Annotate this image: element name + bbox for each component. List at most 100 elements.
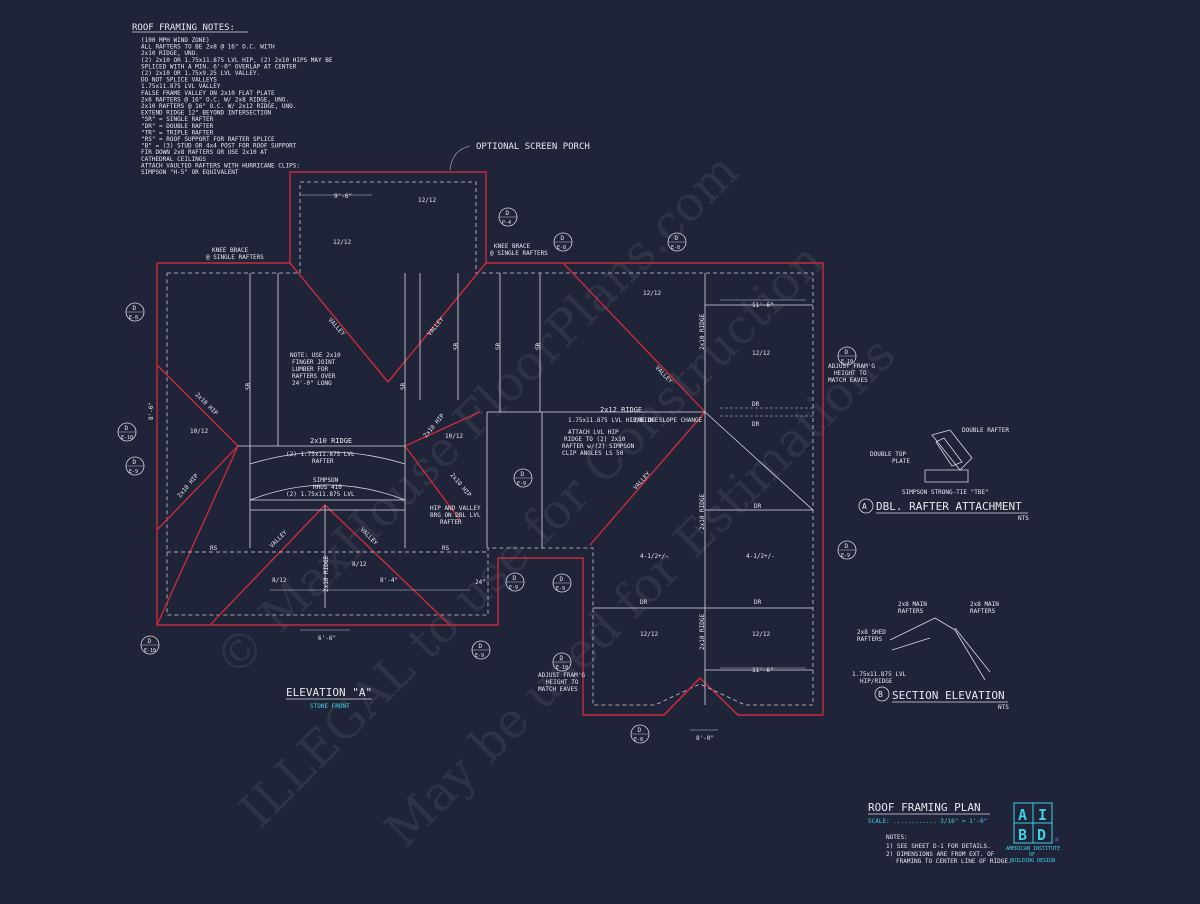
pitch-10: 12/12 (752, 631, 770, 638)
detail-b-letter: B (878, 690, 883, 699)
logo-b: B (1018, 826, 1027, 844)
sheet-title-block: ROOF FRAMING PLAN SCALE: ............ 3/… (868, 801, 1012, 865)
pitch-7: 4-1/2+/- (640, 553, 669, 560)
dim-11-6a: 11'-6" (752, 302, 774, 309)
note-line: SIMPSON "H-5" OR EQUIVALENT (141, 169, 239, 176)
detail-b-lvl: 1.75x11.875 LVL (852, 671, 907, 678)
detail-a-plate: PLATE (892, 458, 910, 465)
watermark: © MaxHouse FloorPlans.com ILLEGAL to use… (204, 143, 906, 859)
note-line: "B" = (3) STUD OR 4x4 POST FOR ROOF SUPP… (141, 143, 297, 150)
section-marker-ref: E-8 (557, 245, 566, 251)
label-attach-2: RIDGE TO (2) 2x10 (564, 436, 626, 443)
note-line: CATHEDRAL CEILINGS (141, 156, 206, 163)
label-lvl-rafter-2: (2) 1.75x11.875 LVL (286, 491, 355, 498)
label-dr-3: DR (754, 503, 762, 510)
section-marker-ref: E-10 (144, 648, 156, 654)
pitch-2: 12/12 (418, 197, 436, 204)
note-line: EXTEND RIDGE 12" BEYOND INTERSECTION (141, 110, 271, 117)
section-marker-letter: D (148, 638, 152, 645)
label-sr-4: SR (495, 342, 502, 350)
elevation-subtitle: STONE FRONT (310, 703, 350, 710)
note-line: "TR" = TRIPLE RAFTER (141, 129, 214, 136)
label-2x10-ridge-1: 2x10 RIDGE (310, 437, 352, 445)
label-rafter-2: RAFTER (440, 519, 462, 526)
detail-b: 2x8 MAIN RAFTERS 2x8 MAIN RAFTERS 2x8 SH… (852, 601, 1009, 711)
label-brg-lvl: BRG ON DBL LVL (430, 512, 481, 519)
label-single-rafters-2: @ SINGLE RAFTERS (490, 250, 548, 257)
section-marker-ref: E-9 (556, 586, 565, 592)
label-optional-porch: OPTIONAL SCREEN PORCH (476, 142, 590, 152)
sheet-note-2b: FRAMING TO CENTER LINE OF RIDGE. (896, 858, 1012, 865)
label-rafter-1: RAFTER (312, 458, 334, 465)
note-line: "RS" = ROOF SUPPORT FOR RAFTER SPLICE (141, 136, 275, 143)
dim-11-6b: 11'-6" (752, 667, 774, 674)
pitch-3: 12/12 (643, 290, 661, 297)
logo-line-1: AMERICAN INSTITUTE (1006, 846, 1060, 852)
detail-a-nts: NTS (1018, 515, 1029, 522)
sheet-scale: SCALE: ............ 3/16" = 1'-0" (868, 818, 987, 825)
note-line: 2x6 RAFTERS @ 16" O.C. W/ 2x8 RIDGE, UNO… (141, 96, 289, 103)
pitch-12: 8/12 (352, 561, 367, 568)
section-marker-ref: E-9 (475, 653, 484, 659)
dim-8-6: 8'-6" (148, 402, 155, 420)
detail-b-rafters-r: RAFTERS (970, 608, 996, 615)
detail-a-letter: A (862, 502, 867, 511)
label-attach-3: RAFTER w/(2) SIMPSON (562, 443, 635, 450)
label-valley-4: VALLEY (632, 470, 652, 491)
section-marker-letter: D (560, 576, 564, 583)
dim-8-0: 8'-0" (696, 735, 714, 742)
label-line-slope: LINE OF SLOPE CHANGE (630, 417, 703, 424)
section-marker-letter: D (133, 305, 137, 312)
note-line: ATTACH VAULTED RAFTERS WITH HURRICANE CL… (141, 162, 300, 169)
note-line: DO NOT SPLICE VALLEYS (141, 77, 217, 84)
section-marker-letter: D (560, 655, 564, 662)
label-single-rafters-1: @ SINGLE RAFTERS (206, 254, 264, 261)
section-marker-ref: E-10 (556, 665, 568, 671)
label-attach-4: CLIP ANGLES LS 50 (562, 450, 624, 457)
label-sr-3: SR (453, 342, 460, 350)
framing-lines (167, 194, 814, 731)
aibd-logo: A I B D ® AMERICAN INSTITUTE OF BUILDING… (1006, 802, 1060, 864)
section-marker-letter: D (561, 235, 565, 242)
pitch-9: 12/12 (640, 631, 658, 638)
note-line: (2) 2x10 OR 1.75x11.875 LVL HIP, (2) 2x1… (141, 57, 333, 64)
pitch-6: 10/12 (445, 433, 463, 440)
adjust-1b: ADJUST FRAM'G (538, 672, 585, 679)
eave-outline (166, 181, 814, 706)
section-markers: DE-8DE-10DE-9DP-4DE-8DE-8DE-10DE-9DE-9DE… (117, 207, 857, 744)
label-ridge-v4: 2x10 RIDGE (323, 555, 330, 592)
note-line: FALSE FRAME VALLEY ON 2x10 FLAT PLATE (141, 90, 275, 97)
note-line: 2x10 RIDGE, UNO. (141, 50, 199, 57)
label-ridge-v2: 2x10 RIDGE (699, 493, 706, 530)
section-marker-ref: E-9 (841, 553, 850, 559)
note-rafters: RAFTERS OVER (292, 373, 336, 380)
label-hip-1: 2x10 HIP (194, 391, 220, 417)
section-marker-ref: E-9 (129, 469, 138, 475)
section-marker-letter: D (506, 210, 510, 217)
label-dr-1: DR (752, 421, 760, 428)
adjust-2b: HEIGHT TO (546, 679, 579, 686)
note-line: SPLICED WITH A MIN. 6'-0" OVERLAP AT CEN… (141, 63, 297, 70)
label-valley-2: VALLEY (426, 316, 446, 337)
note-line: "SR" = SINGLE RAFTER (141, 116, 214, 123)
detail-a-double-top: DOUBLE TOP (870, 451, 907, 458)
section-marker-ref: E-9 (509, 585, 518, 591)
section-marker-letter: D (133, 459, 137, 466)
note-line: (100 MPH WIND ZONE) (141, 37, 210, 44)
section-marker-ref: E-10 (121, 435, 133, 441)
label-rs-2: RS (442, 545, 450, 552)
label-rs-1: RS (210, 545, 218, 552)
label-dr-2: DR (752, 401, 760, 408)
note-line: ALL RAFTERS TO BE 2x8 @ 16" O.C. WITH (141, 44, 275, 51)
section-marker-letter: D (513, 575, 517, 582)
section-marker-ref: E-8 (129, 315, 138, 321)
detail-a-simpson: SIMPSON STRONG-TIE "TBE" (902, 489, 989, 496)
elevation-title-block: ELEVATION "A" STONE FRONT (286, 686, 372, 710)
section-marker-ref: E-8 (634, 737, 643, 743)
dim-24: 24" (475, 579, 486, 586)
logo-reg: ® (1055, 837, 1059, 844)
label-ridge-v3: 2x10 RIDGE (699, 613, 706, 650)
note-line: FIR DOWN 2x8 RAFTERS OR USE 2x10 AT (141, 149, 268, 156)
